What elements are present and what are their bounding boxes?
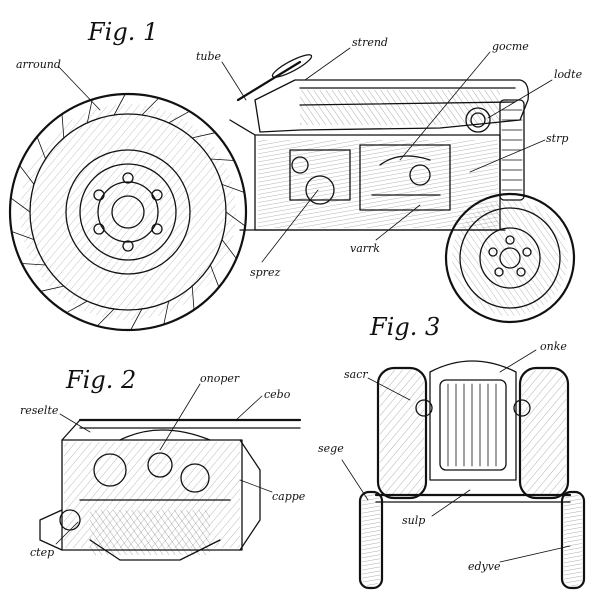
tread-lug xyxy=(210,264,220,288)
fig1-label-0: arround xyxy=(16,58,61,71)
tread-lug xyxy=(61,113,65,139)
fig1-rear-wheel xyxy=(8,92,248,332)
fig3-label-3: sulp xyxy=(402,514,425,527)
fig3-label-1: onke xyxy=(540,340,567,353)
fig2-title: Fig. 2 xyxy=(65,366,136,394)
fig2-label-2: cebo xyxy=(264,388,291,401)
fig2-label-1: onoper xyxy=(200,372,240,385)
fig1-label-2: strend xyxy=(352,36,388,49)
fig3-leader-lines xyxy=(341,349,571,563)
figure-3: Fig. 3 xyxy=(318,313,586,590)
fig1-label-5: strp xyxy=(546,132,568,145)
fig1-label-3: gocme xyxy=(492,40,529,53)
fig1-front-wheel xyxy=(444,192,576,324)
tread-lug xyxy=(130,308,143,331)
tread-lug xyxy=(210,158,235,161)
tread-lug xyxy=(113,93,126,116)
tread-lug xyxy=(141,97,160,116)
tread-lug xyxy=(191,132,216,139)
figure-2: Fig. 2 reselte onoper cebo xyxy=(20,366,306,561)
fig1-tractor-body xyxy=(229,54,529,231)
tread-lug xyxy=(21,263,46,266)
tread-lug xyxy=(86,99,93,124)
tread-lug xyxy=(163,300,170,325)
tread-lug xyxy=(19,165,35,185)
tread-lug xyxy=(40,285,65,292)
tread-lug xyxy=(168,110,190,124)
fig2-label-4: ctep xyxy=(30,546,54,559)
fig2-engine xyxy=(39,418,302,561)
fig1-label-1: tube xyxy=(196,50,222,63)
fig2-label-0: reselte xyxy=(20,404,59,417)
fig1-title: Fig. 1 xyxy=(87,18,158,46)
tread-lug xyxy=(66,300,88,314)
tread-lug xyxy=(10,197,31,213)
tread-lug xyxy=(221,239,237,259)
tread-lug xyxy=(191,285,195,311)
tread-lug xyxy=(221,184,245,193)
tread-lug xyxy=(225,211,246,227)
tread-lug xyxy=(11,231,35,240)
fig1-label-7: sprez xyxy=(250,266,280,279)
tread-lug xyxy=(36,136,46,160)
figure-1: Fig. 1 xyxy=(8,18,583,332)
fig2-label-3: cappe xyxy=(272,490,306,503)
fig3-title: Fig. 3 xyxy=(369,313,440,341)
fig1-leader-lines xyxy=(57,47,553,263)
fig1-label-6: varrk xyxy=(350,242,380,255)
fig3-label-2: sege xyxy=(318,442,344,455)
fig1-label-4: lodte xyxy=(554,68,583,81)
tread-lug xyxy=(96,308,115,327)
fig3-label-0: sacr xyxy=(344,368,368,381)
fig3-front-view xyxy=(358,360,586,590)
fig3-label-4: edyve xyxy=(468,560,501,573)
fig2-leader-lines xyxy=(55,383,273,545)
